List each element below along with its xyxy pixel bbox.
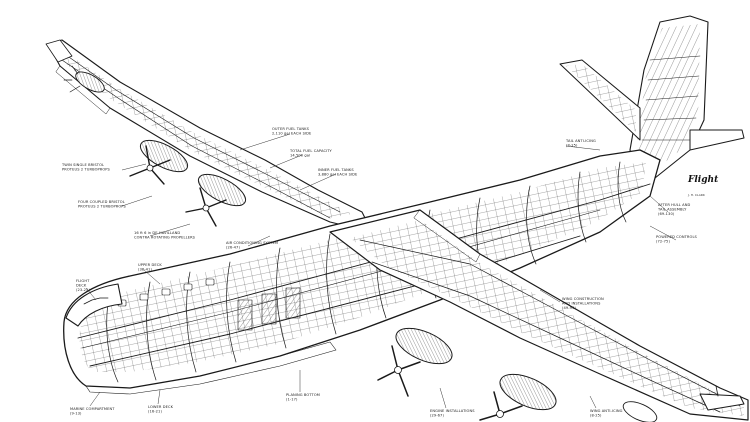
label-engine-installations: ENGINE INSTALLATIONS(29-67)	[430, 409, 475, 417]
label-outer-fuel-tanks-line: 2,110 gal EACH SIDE	[272, 131, 312, 135]
label-flight-deck-line: FLIGHT	[76, 279, 90, 283]
label-wing-construction-line: WING CONSTRUCTION	[562, 297, 604, 301]
label-wing-anti-icing-line: (8-25)	[590, 413, 602, 417]
label-tail-anti-icing: TAIL ANTI-ICING(8-25)	[565, 139, 596, 147]
label-after-hull-tail-assembly-line: (69-130)	[658, 212, 675, 216]
signature-flight: Flight	[687, 175, 719, 185]
label-flight-deck-line: DECK	[76, 283, 87, 287]
label-upper-deck-line: (38-41)	[138, 267, 152, 271]
label-powered-controls-line: POWERED CONTROLS	[656, 235, 698, 239]
label-upper-deck-line: UPPER DECK	[138, 263, 162, 267]
label-after-hull-tail-assembly-line: AFTER HULL AND	[658, 203, 690, 207]
label-de-havilland-propellers-line: CONTRA ROTATING PROPELLERS	[134, 235, 196, 239]
label-marine-compartment: MARINE COMPARTMENT(9-13)	[70, 407, 115, 415]
port-propellers	[129, 145, 227, 227]
label-marine-compartment-line: (9-13)	[70, 411, 82, 415]
label-lower-deck-line: LOWER DECK	[148, 405, 174, 409]
label-four-coupled-bristol-line: FOUR COUPLED BRISTOL	[78, 200, 125, 204]
label-marine-compartment-line: MARINE COMPARTMENT	[70, 407, 115, 411]
label-planing-bottom-line: (1-17)	[286, 397, 298, 401]
artist-signature: Flight J. H. CLARK	[687, 175, 719, 197]
label-inner-fuel-tanks-line: INNER FUEL TANKS	[318, 168, 354, 172]
label-outer-fuel-tanks-line: OUTER FUEL TANKS	[272, 127, 310, 131]
label-powered-controls: POWERED CONTROLS(72-75)	[656, 235, 698, 243]
label-twin-single-bristol-line: PROTEUS 2 TURBOPROPS	[62, 167, 111, 171]
label-upper-deck: UPPER DECK(38-41)	[138, 263, 162, 271]
label-air-conditioning-system: AIR CONDITIONING SYSTEM(26-47)	[226, 241, 278, 249]
label-four-coupled-bristol-line: PROTEUS 2 TURBOPROPS	[78, 204, 127, 208]
tail-assembly	[559, 15, 745, 191]
label-powered-controls-line: (72-75)	[656, 239, 670, 243]
label-air-conditioning-system-line: AIR CONDITIONING SYSTEM	[226, 241, 278, 245]
label-wing-construction-line: AND INSTALLATIONS	[562, 301, 601, 305]
label-engine-installations-line: (29-67)	[430, 413, 444, 417]
label-engine-installations-line: ENGINE INSTALLATIONS	[430, 409, 475, 413]
label-air-conditioning-system-line: (26-47)	[226, 245, 240, 249]
label-after-hull-tail-assembly-line: TAIL ASSEMBLY	[657, 207, 687, 211]
label-total-fuel-capacity-line: TOTAL FUEL CAPACITY	[289, 149, 333, 153]
signature-artist: J. H. CLARK	[687, 193, 706, 197]
wing-float	[699, 385, 745, 411]
label-lower-deck: LOWER DECK(16-21)	[148, 405, 174, 413]
hull	[63, 149, 661, 395]
starboard-propellers	[377, 345, 523, 421]
label-wing-construction-line: (49-93)	[562, 306, 576, 310]
label-planing-bottom-line: PLANING BOTTOM	[286, 393, 320, 397]
label-wing-anti-icing-line: WING ANTI-ICING	[590, 409, 623, 413]
starboard-wing	[329, 209, 749, 421]
label-inner-fuel-tanks-line: 3,880 gal EACH SIDE	[318, 172, 358, 176]
port-wing	[45, 39, 373, 233]
label-lower-deck-line: (16-21)	[148, 409, 162, 413]
callout-leader-lines	[85, 133, 677, 409]
port-engine-nacelles	[63, 65, 247, 207]
label-total-fuel-capacity-line: 14,500 gal	[290, 153, 310, 157]
label-wing-anti-icing: WING ANTI-ICING(8-25)	[590, 409, 623, 417]
label-flight-deck-line: (23-25)	[76, 288, 90, 292]
starboard-engine-nacelles	[395, 327, 658, 422]
label-tail-anti-icing-line: (8-25)	[566, 143, 578, 147]
label-de-havilland-propellers-line: 16 ft 6 in DE HAVILLAND	[134, 231, 180, 235]
label-twin-single-bristol-line: TWIN SINGLE BRISTOL	[61, 163, 104, 167]
label-tail-anti-icing-line: TAIL ANTI-ICING	[565, 139, 596, 143]
label-planing-bottom: PLANING BOTTOM(1-17)	[286, 393, 320, 401]
